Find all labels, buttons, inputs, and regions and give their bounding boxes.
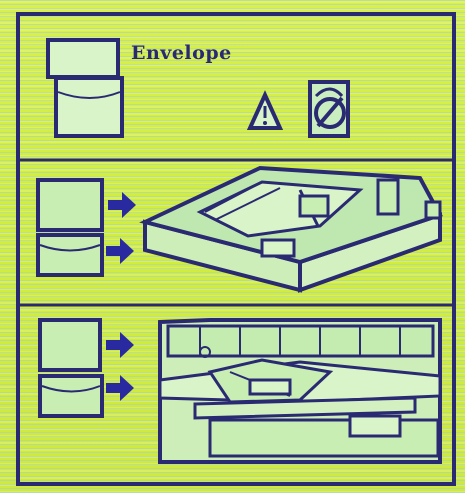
envelope-landscape-icon: [56, 78, 122, 136]
no-loose-paper-icon: [310, 82, 348, 136]
envelope-landscape-icon: [38, 235, 102, 275]
paper-tray-icon: [145, 168, 440, 290]
arrow-right-icon: [108, 192, 136, 218]
arrow-right-icon: [106, 332, 134, 358]
envelope-portrait-icon: [40, 320, 100, 370]
envelope-portrait-icon: [38, 180, 102, 230]
arrow-right-icon: [106, 238, 134, 264]
envelope-landscape-icon: [40, 376, 102, 416]
warning-triangle-icon: [250, 95, 280, 128]
bypass-tray-icon: [160, 320, 440, 462]
envelope-portrait-icon: [48, 40, 118, 77]
arrow-right-icon: [106, 375, 134, 401]
